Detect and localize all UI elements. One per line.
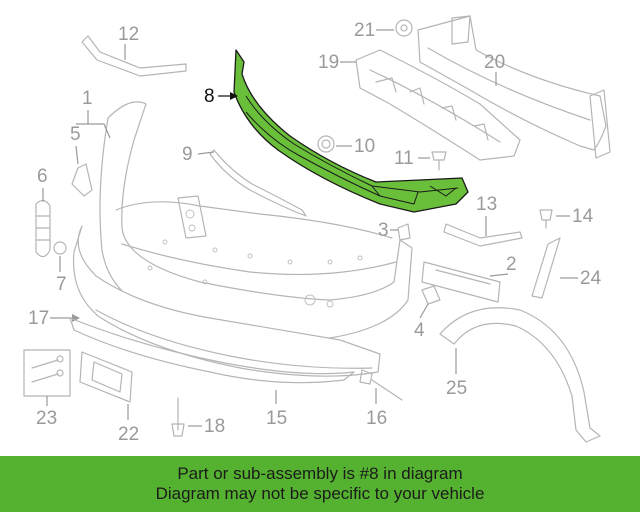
exploded-parts-diagram: 12 1 5 6 7 <box>23 15 611 445</box>
callout-11[interactable]: 11 <box>394 148 414 169</box>
part-20-reinforcement-beam <box>417 15 611 159</box>
callout-12[interactable]: 12 <box>118 24 139 45</box>
part-23-fastener-kit <box>23 349 71 397</box>
part-4-clip <box>421 285 441 305</box>
callout-19[interactable]: 19 <box>318 52 339 73</box>
banner-line-2: Diagram may not be specific to your vehi… <box>155 484 485 503</box>
part-11-push-pin <box>431 151 447 171</box>
part-22-plate-bracket <box>79 351 133 403</box>
callout-4[interactable]: 4 <box>414 320 425 341</box>
part-7-nut <box>53 241 67 255</box>
leader-4 <box>419 303 429 319</box>
part-19-energy-absorber <box>355 49 521 161</box>
callout-22[interactable]: 22 <box>118 424 139 445</box>
part-15-lower-trim <box>69 317 355 384</box>
callout-3[interactable]: 3 <box>378 220 389 241</box>
part-14-bolt <box>539 209 553 229</box>
callout-13[interactable]: 13 <box>476 194 497 215</box>
part-2-sensor <box>421 261 501 303</box>
callout-10[interactable]: 10 <box>354 136 375 157</box>
banner-line-1: Part or sub-assembly is #8 in diagram <box>177 464 463 483</box>
leader-2 <box>489 273 509 277</box>
leader-9 <box>197 151 215 155</box>
callout-8[interactable]: 8 <box>204 86 215 107</box>
callout-24[interactable]: 24 <box>580 268 602 289</box>
callout-21[interactable]: 21 <box>354 20 375 41</box>
callout-7[interactable]: 7 <box>56 274 67 295</box>
callout-25[interactable]: 25 <box>446 378 467 399</box>
callout-18[interactable]: 18 <box>204 416 225 437</box>
part-24-strip <box>531 237 561 299</box>
part-18-pin <box>171 397 185 437</box>
part-5-bracket <box>71 163 93 197</box>
callout-15[interactable]: 15 <box>266 408 287 429</box>
callout-20[interactable]: 20 <box>484 52 505 73</box>
part-9-molding <box>209 149 307 217</box>
part-12-trim-strip <box>81 35 187 77</box>
callout-1[interactable]: 1 <box>82 88 93 109</box>
part-6-emblem <box>35 199 51 258</box>
part-21-nut <box>395 19 413 37</box>
callout-2[interactable]: 2 <box>506 254 517 275</box>
part-10-retainer <box>317 135 335 153</box>
part-8-highlighted-reinforcement[interactable] <box>233 49 469 213</box>
part-3-clip <box>397 223 411 241</box>
callout-5[interactable]: 5 <box>70 124 81 145</box>
callout-14[interactable]: 14 <box>572 206 594 227</box>
part-1-bumper-cover <box>99 101 413 339</box>
callout-16[interactable]: 16 <box>366 408 387 429</box>
callout-17[interactable]: 17 <box>28 308 49 329</box>
info-banner: Part or sub-assembly is #8 in diagram Di… <box>0 456 640 512</box>
part-25-wheel-arch <box>439 307 601 443</box>
part-17-lower-deflector <box>72 225 381 377</box>
leader-5 <box>75 145 79 165</box>
callout-9[interactable]: 9 <box>182 144 193 165</box>
callout-23[interactable]: 23 <box>36 408 57 429</box>
part-13-bracket <box>443 223 523 247</box>
leader-1 <box>76 110 111 139</box>
callout-6[interactable]: 6 <box>37 166 48 187</box>
part-16-clip <box>359 369 403 401</box>
